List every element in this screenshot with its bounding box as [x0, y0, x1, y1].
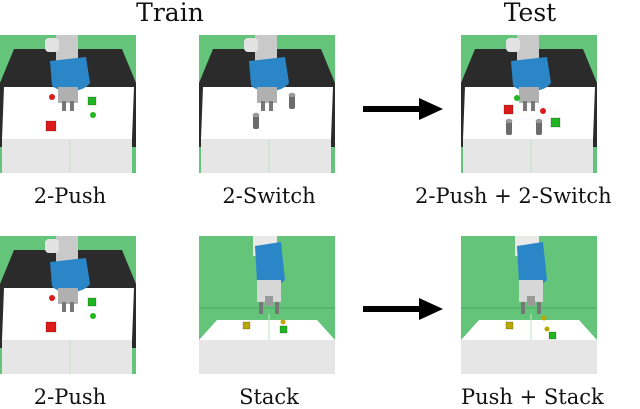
cube-green-icon: [87, 297, 97, 307]
table-side: [2, 340, 132, 374]
robot-gripper: [515, 236, 547, 314]
goal-yellow-2-icon: [544, 326, 550, 332]
goal-red-icon: [49, 295, 55, 301]
caption-row2-test: Push + Stack: [461, 385, 604, 409]
robot-gripper: [45, 35, 90, 111]
table-side: [461, 340, 597, 374]
caption-row1-test: 2-Push + 2-Switch: [415, 184, 612, 208]
caption-row2-train-2: Stack: [239, 385, 299, 409]
train-header: Train: [136, 0, 204, 27]
scene-row1-train-switch: [199, 35, 335, 173]
table-side: [2, 139, 132, 173]
switch-right-icon: [288, 92, 296, 109]
switch-left-icon: [505, 118, 513, 135]
arrow-right-icon: [363, 98, 443, 120]
table-side: [199, 340, 335, 374]
table-top: [461, 320, 597, 340]
test-header: Test: [503, 0, 557, 27]
caption-row2-train-1: 2-Push: [33, 385, 107, 409]
scene-row1-train-push: [0, 35, 136, 173]
robot-gripper: [506, 35, 551, 111]
table-top: [463, 87, 595, 139]
goal-red-icon: [49, 94, 55, 100]
cube-red-icon: [45, 321, 57, 333]
cube-green-icon: [550, 117, 561, 128]
scene-row1-test-push-switch: [461, 35, 597, 173]
scene-row2-test-push-stack: [461, 236, 597, 374]
goal-red-icon: [540, 108, 546, 114]
cube-green-icon: [548, 331, 557, 340]
scene-row2-train-push: [0, 236, 136, 374]
cube-yellow-icon: [242, 321, 251, 330]
cube-red-icon: [45, 120, 57, 132]
table-top: [2, 288, 134, 340]
goal-yellow-icon: [280, 319, 286, 325]
switch-right-icon: [535, 118, 543, 135]
robot-gripper: [45, 236, 90, 312]
cube-green-icon: [279, 325, 288, 334]
cube-yellow-icon: [505, 321, 514, 330]
robot-gripper: [244, 35, 289, 111]
goal-green-icon: [90, 112, 96, 118]
robot-gripper: [253, 236, 285, 314]
switch-left-icon: [252, 112, 260, 129]
cube-red-icon: [503, 104, 514, 115]
arrow-right-icon: [363, 298, 443, 320]
table-top: [2, 87, 134, 139]
caption-row1-train-2: 2-Switch: [222, 184, 316, 208]
goal-green-icon: [514, 95, 520, 101]
table-top: [199, 320, 335, 340]
table-top: [201, 87, 333, 139]
table-side: [463, 139, 593, 173]
goal-yellow-icon: [541, 315, 547, 321]
goal-green-icon: [90, 313, 96, 319]
cube-green-icon: [87, 96, 97, 106]
table-side: [201, 139, 331, 173]
caption-row1-train-1: 2-Push: [33, 184, 107, 208]
scene-row2-train-stack: [199, 236, 335, 374]
